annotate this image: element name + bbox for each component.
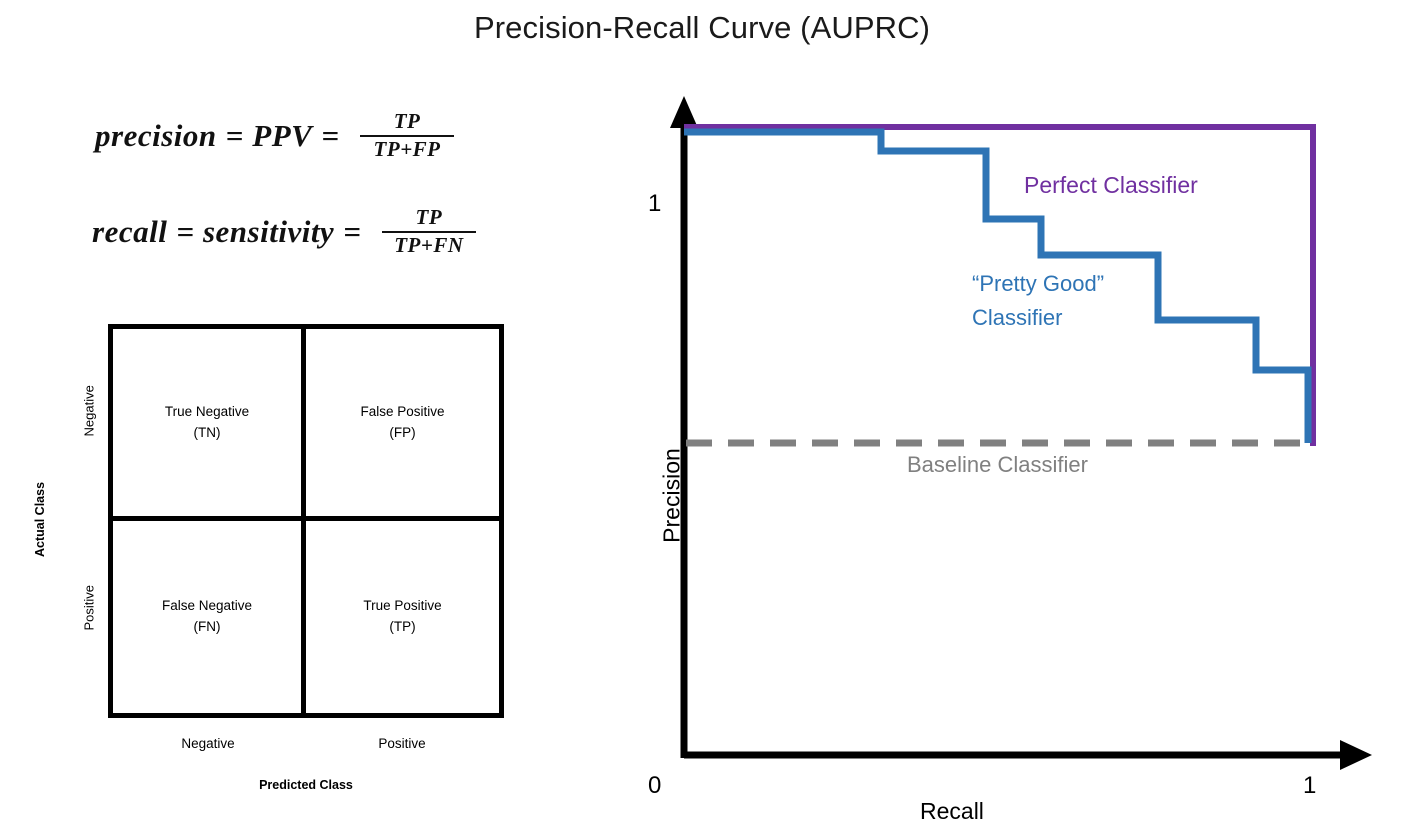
- y-axis-tick-1: 1: [648, 190, 662, 217]
- formula-recall-numerator: TP: [415, 205, 443, 229]
- formula-recall: recall = sensitivity = TP TP+FN: [92, 205, 476, 257]
- formula-recall-sensitivity: sensitivity: [202, 213, 335, 249]
- page-title: Precision-Recall Curve (AUPRC): [473, 10, 931, 45]
- cell-false-positive-abbr: (FP): [389, 424, 416, 440]
- confusion-matrix-row-label-positive: Positive: [81, 584, 97, 631]
- legend-pretty-good-line2: Classifier: [972, 305, 1063, 331]
- formula-precision-numerator: TP: [393, 109, 421, 133]
- formula-recall-fraction-bar: [381, 230, 476, 233]
- legend-label-baseline-classifier: Baseline Classifier: [907, 452, 1088, 477]
- formula-recall-lhs: recall: [92, 213, 168, 249]
- confusion-matrix-grid: True Negative (TN) False Positive (FP) F…: [108, 324, 504, 718]
- cell-true-negative-text: True Negative (TN): [165, 402, 249, 443]
- formula-recall-fraction: TP TP+FN: [381, 205, 476, 257]
- series-perfect-classifier: [684, 124, 1316, 446]
- x-axis-tick-1: 1: [1303, 772, 1317, 799]
- legend-label-pretty-good-classifier: “Pretty Good” Classifier: [972, 267, 1104, 336]
- cell-true-positive-abbr: (TP): [389, 619, 416, 634]
- precision-recall-chart: 1 0 1 Precision Recall Perfect Classifie…: [620, 80, 1404, 838]
- cell-false-negative-text: False Negative (FN): [162, 596, 252, 637]
- formula-precision-equals-2: =: [321, 117, 340, 153]
- confusion-matrix-col-label-negative: Negative: [181, 736, 235, 751]
- legend-pretty-good-line1: “Pretty Good”: [972, 271, 1105, 296]
- cell-true-positive-name: True Positive: [363, 598, 442, 614]
- chart-canvas: [670, 96, 1372, 770]
- y-axis-label: Precision: [658, 448, 685, 543]
- cell-true-positive-text: True Positive (TP): [363, 596, 441, 637]
- formula-precision-fraction: TP TP+FP: [360, 109, 455, 161]
- cell-false-negative-abbr: (FN): [193, 619, 221, 634]
- formula-precision-fraction-bar: [360, 134, 455, 137]
- confusion-matrix-actual-class-label: Actual Class: [33, 481, 47, 557]
- confusion-matrix-row-label-negative: Negative: [81, 385, 97, 437]
- cell-false-positive-text: False Positive (FP): [360, 402, 444, 443]
- x-axis-label: Recall: [920, 798, 984, 824]
- cell-true-negative-name: True Negative: [164, 403, 250, 419]
- formula-precision-ppv: PPV: [252, 117, 313, 153]
- x-axis: [684, 740, 1372, 770]
- formula-recall-equals-1: =: [176, 213, 194, 249]
- cell-false-negative-name: False Negative: [161, 598, 253, 614]
- formula-precision: precision = PPV = TP TP+FP: [95, 109, 455, 161]
- confusion-matrix-predicted-class-label: Predicted Class: [259, 778, 353, 792]
- formula-precision-equals-1: =: [225, 117, 244, 153]
- cell-true-negative-abbr: (TN): [193, 424, 221, 440]
- x-axis-tick-0: 0: [648, 772, 662, 799]
- confusion-matrix-cell-true-negative: True Negative (TN): [113, 329, 306, 521]
- formula-recall-equals-2: =: [343, 213, 361, 249]
- y-axis: [670, 96, 698, 758]
- formula-recall-denominator: TP+FN: [394, 232, 464, 257]
- cell-false-positive-name: False Positive: [360, 403, 445, 419]
- confusion-matrix-cell-false-positive: False Positive (FP): [306, 329, 499, 521]
- confusion-matrix: True Negative (TN) False Positive (FP) F…: [108, 324, 504, 718]
- formula-precision-lhs: precision: [95, 117, 217, 153]
- confusion-matrix-cell-false-negative: False Negative (FN): [113, 521, 306, 713]
- confusion-matrix-cell-true-positive: True Positive (TP): [306, 521, 499, 713]
- formula-precision-denominator: TP+FP: [373, 136, 441, 161]
- legend-label-perfect-classifier: Perfect Classifier: [1024, 172, 1198, 198]
- series-pretty-good-classifier: [684, 128, 1312, 443]
- confusion-matrix-col-label-positive: Positive: [378, 736, 426, 751]
